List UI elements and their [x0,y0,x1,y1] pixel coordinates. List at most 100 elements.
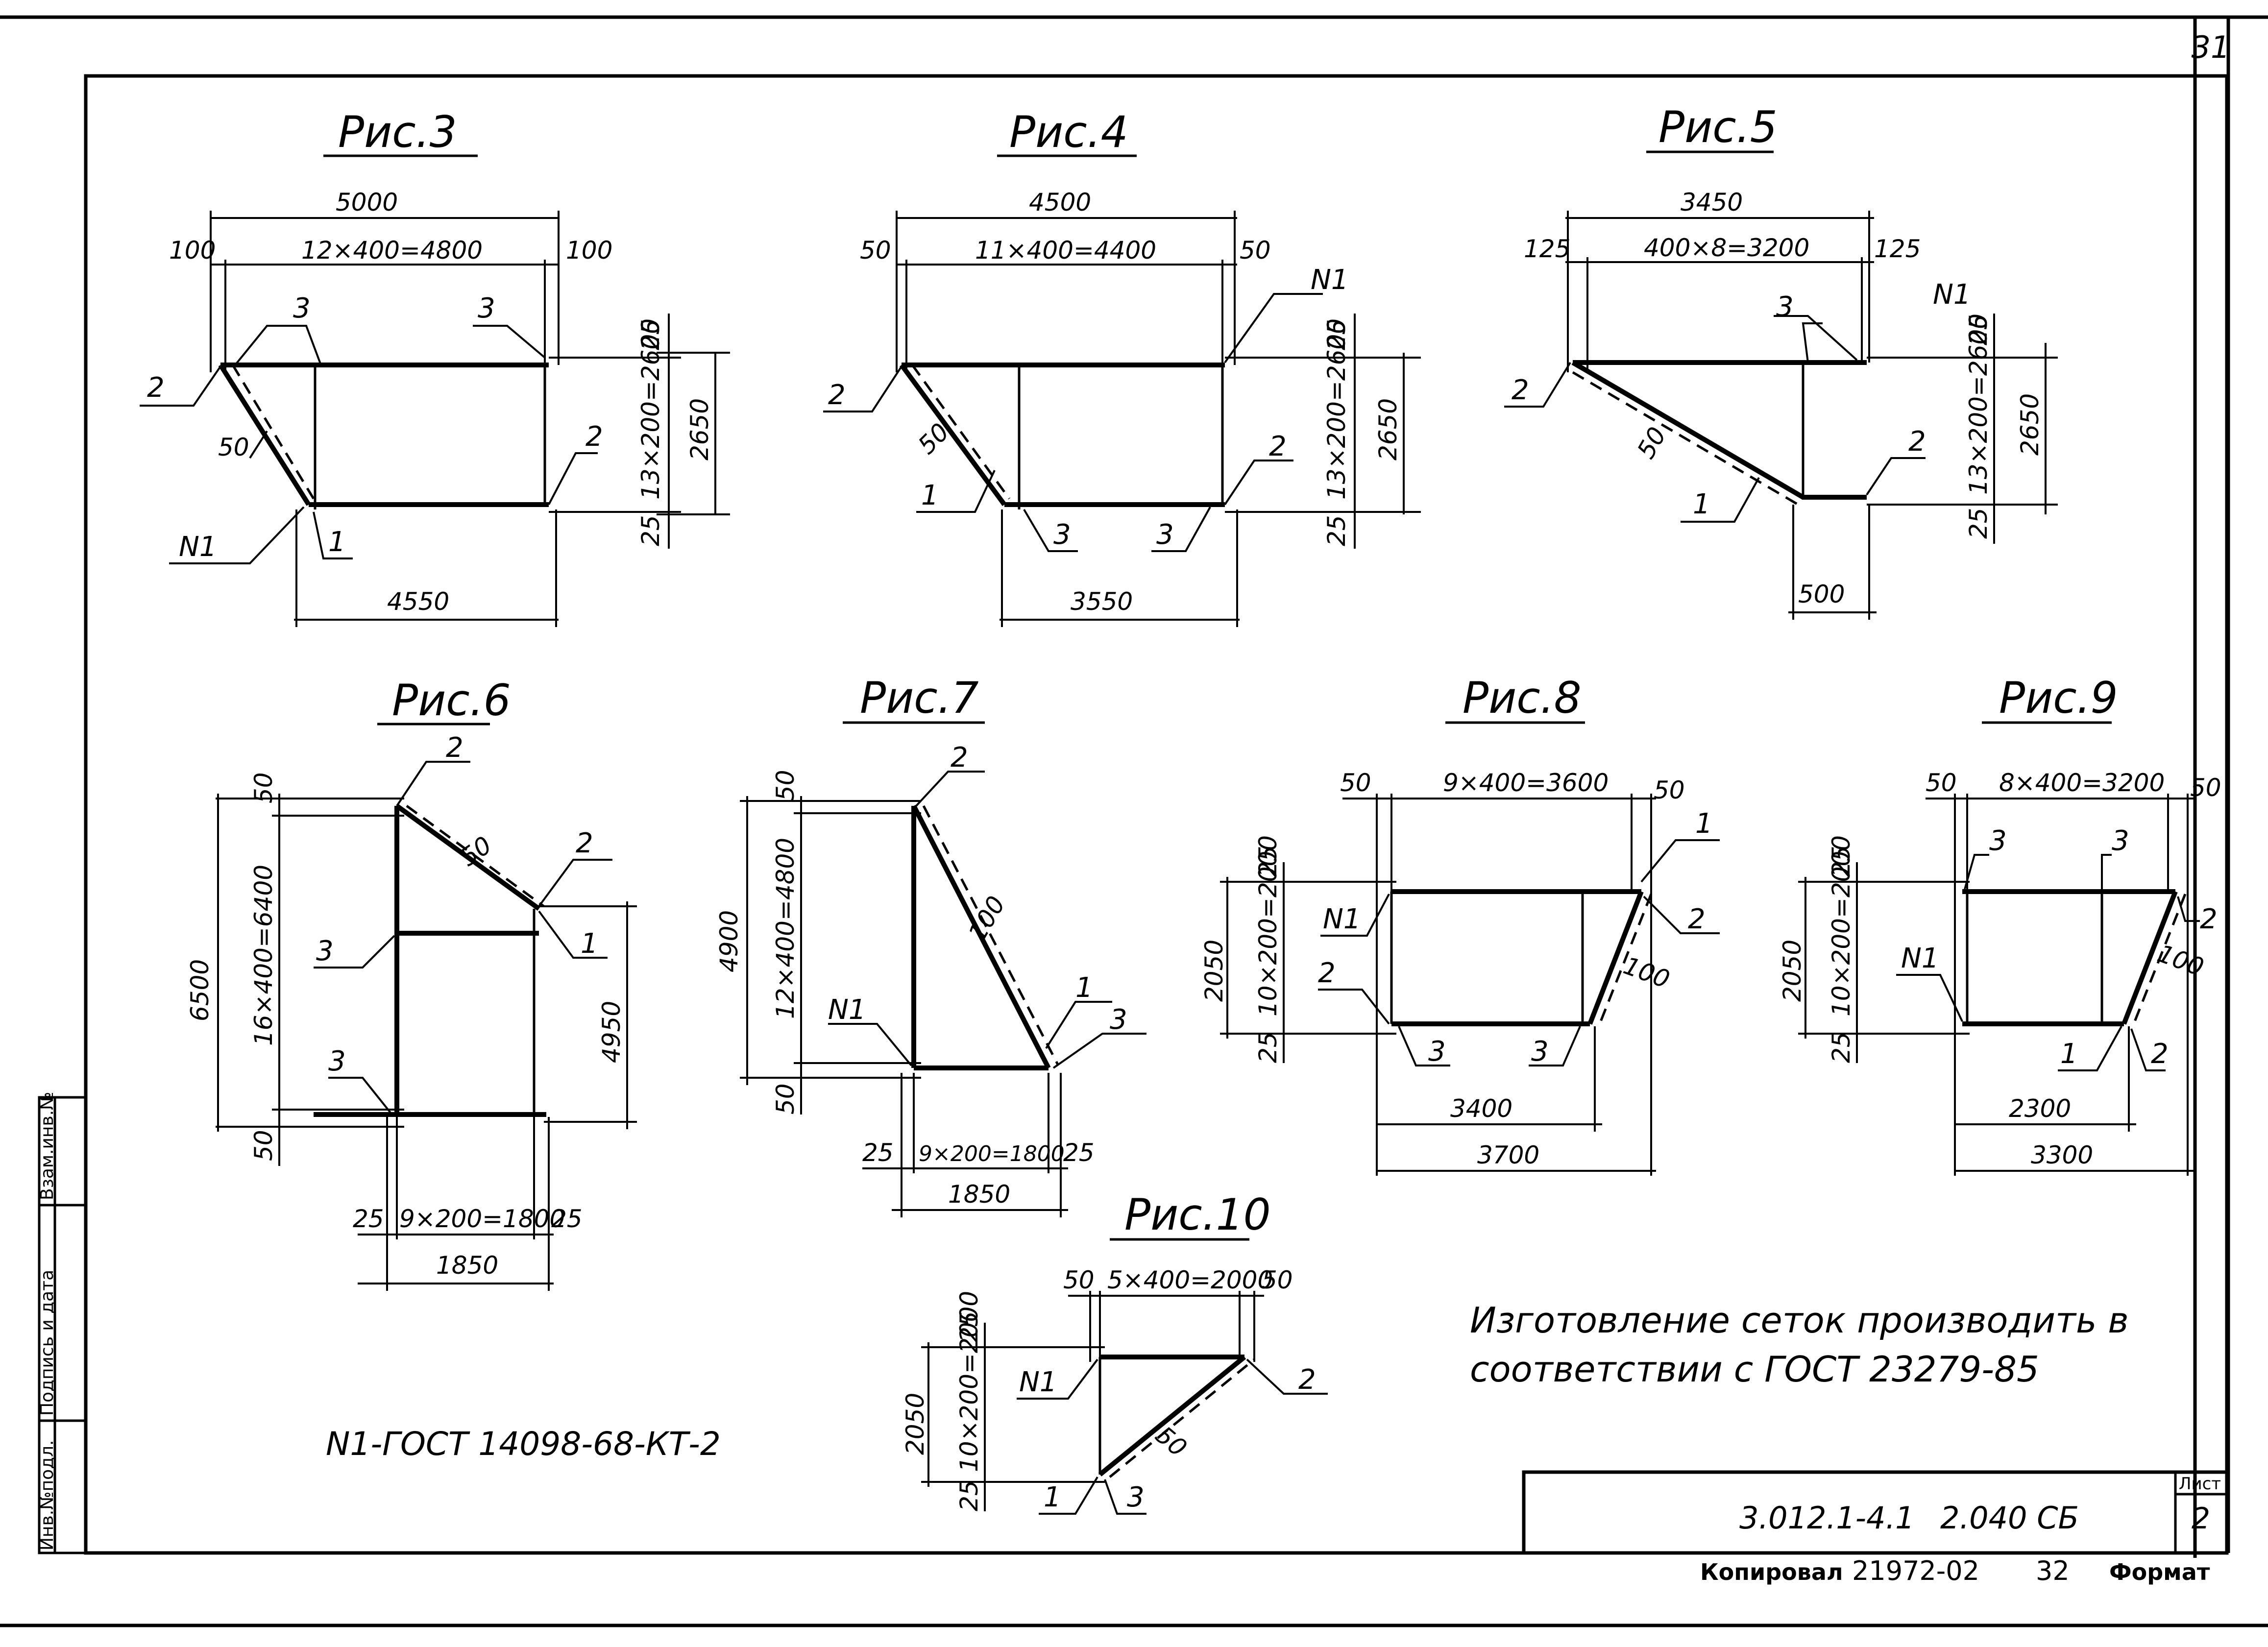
label: 1 [921,480,939,511]
label: 2 [951,742,968,774]
figure-4-title: Рис.4 [1009,107,1128,157]
figure-8: Рис.8 50 9×400=3600 50 2050 25 10×200=20… [1200,673,1720,1176]
dim: 25 [1063,1138,1095,1167]
dim: 50 [1240,236,1271,265]
label: 3 [1776,291,1794,323]
dim: 100 [963,891,1011,946]
figure-8-title: Рис.8 [1463,673,1582,723]
dim: 50 [218,433,249,461]
footer-copy-page: 32 [2036,1555,2070,1586]
side-table: Взам.инв.№ Подпись и дата Инв.№подл. [37,1091,87,1554]
dim: 4900 [715,910,743,972]
dim: 100 [169,236,216,265]
label: 3 [1989,825,2007,857]
dim: 25 [636,319,665,350]
title-stamp: 3.012.1-4.1 2.040 СБ Лист 2 [1522,1470,2229,1555]
note-line-1: Изготовление сеток производить в [1470,1300,2129,1341]
dim: 50 [1063,1266,1095,1294]
dim: 6500 [186,959,214,1021]
dim: 9×400=3600 [1443,769,1609,797]
dim: 50 [1654,776,1685,804]
label: 3 [1127,1481,1145,1513]
sheet-number-box: 31 [2192,29,2230,65]
stamp-sheet-value: 2 [2192,1502,2210,1536]
dim: 50 [1632,422,1672,463]
dim: 25 [1827,1032,1855,1063]
dim: 9×200=1800 [919,1141,1065,1166]
dim: 100 [1620,951,1674,994]
label: 3 [293,292,311,324]
dim: 2050 [1778,940,1806,1002]
figure-3-title: Рис.3 [338,107,457,157]
dim: 12×400=4800 [301,236,483,265]
label: 2 [1908,426,1926,458]
label: N1 [1019,1366,1057,1398]
figure-9-title: Рис.9 [1999,673,2118,723]
stamp-drawing-code: 2.040 СБ [1940,1500,2079,1536]
dim: 100 [2154,939,2208,982]
dim: 25 [1322,515,1351,546]
side-table-col1: Инв.№подл. [37,1440,57,1550]
side-table-col3: Взам.инв.№ [37,1091,57,1200]
label: 2 [2200,903,2218,935]
dim: 2650 [685,398,714,460]
dim: 50 [1340,769,1371,797]
label: 2 [1298,1364,1316,1396]
label: 2 [147,372,165,404]
dim: 13×200=2600 [1322,318,1351,500]
dim: 50 [455,831,497,872]
dim: 9×200=1800 [399,1205,565,1233]
dim: 25 [1322,319,1351,350]
label: N1 [1901,943,1939,974]
dim: 3550 [1071,587,1133,616]
dim: 125 [1524,235,1570,263]
label: 2 [446,732,463,764]
dim: 3300 [2031,1141,2093,1169]
dim: 2050 [1200,940,1228,1002]
dim: 50 [912,417,954,460]
label: 1 [1075,972,1093,1004]
footer: Копировал 21972-02 32 Формат [1700,1555,2210,1586]
sheet-frame [0,15,2268,1627]
dim: 25 [955,1480,983,1511]
label: N1 [828,994,866,1026]
dim: 125 [1874,235,1921,263]
label: 3 [328,1045,346,1077]
figure-3: Рис.3 5000 100 12×400=4800 100 25 13×200… [140,107,730,627]
label: 1 [1044,1481,1061,1513]
footer-copy-number: 21972-02 [1852,1555,1979,1586]
figure-5: Рис.5 3450 125 400×8=3200 125 25 13×200=… [1504,102,2058,620]
figure-10: Рис.10 50 5×400=2000 50 2050 25 10×200=2… [901,1189,1328,1515]
label: 2 [1512,374,1529,406]
label: N1 [1933,279,1971,311]
label: 1 [581,928,598,960]
dim: 3450 [1681,188,1743,217]
dim: 4500 [1029,188,1091,217]
dim: 25 [955,1311,983,1342]
footer-copied-label: Копировал [1700,1559,1843,1585]
dim: 50 [860,236,891,265]
dim: 500 [1798,580,1845,608]
dim: 50 [249,1130,278,1161]
label: 1 [1693,488,1710,520]
dim: 50 [771,1083,800,1114]
dim: 5000 [336,188,398,217]
dim: 16×400=6400 [249,865,278,1046]
dim: 11×400=4400 [975,236,1156,265]
figure-6-title: Рис.6 [392,675,511,726]
label: 1 [328,526,346,558]
dim: 5×400=2000 [1107,1266,1273,1294]
dim: 10×200=2000 [1254,835,1282,1017]
label: 3 [478,292,495,324]
footer-format-label: Формат [2109,1559,2210,1585]
dim: 2300 [2009,1094,2071,1123]
label: 2 [585,421,603,453]
figure-9: Рис.9 50 8×400=3200 50 2050 25 10×200=20… [1778,673,2221,1176]
dim: 2650 [2016,393,2044,456]
label: 1 [1695,808,1713,840]
dim: 8×400=3200 [1999,769,2165,797]
label: 2 [828,379,846,411]
label: 3 [1053,519,1071,551]
dim: 3700 [1477,1141,1539,1169]
label: 3 [1531,1036,1549,1067]
